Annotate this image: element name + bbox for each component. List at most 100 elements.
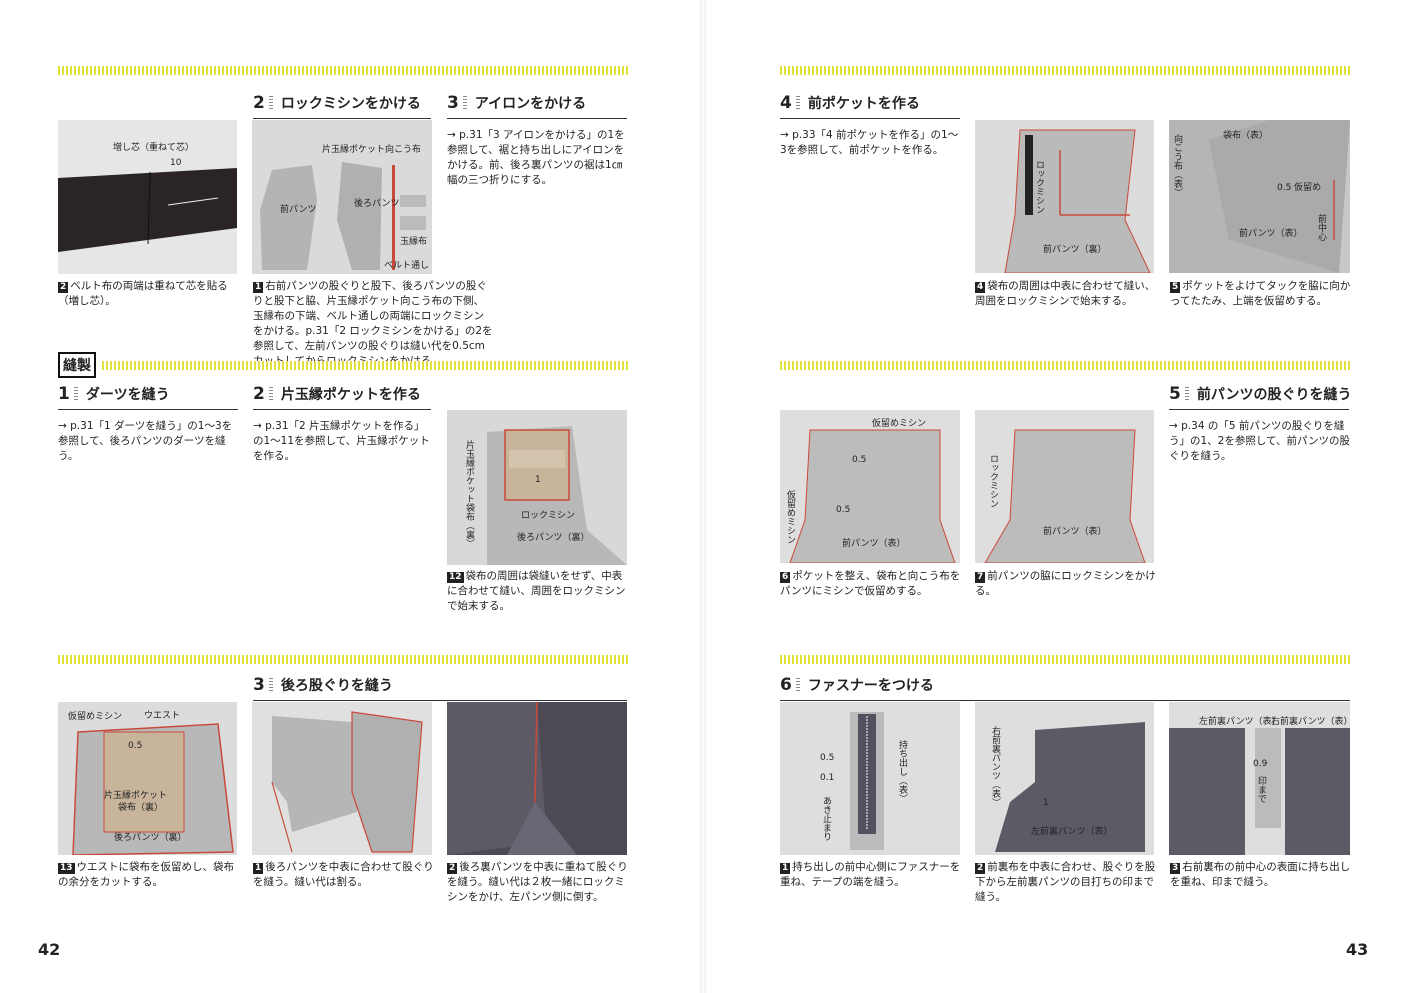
photo-underlap-lining: 左前裏パンツ（表） 右前裏パンツ（表） 0.9 印まで [1169,702,1350,855]
zip-label-stop: あき止まり [821,796,832,841]
section-band [780,655,1350,664]
step-heading-iron: 3 アイロンをかける [447,93,586,113]
photo-front-pocket-serge: ロックミシン 前パンツ（裏） [975,120,1154,273]
step-title: アイロンをかける [474,96,587,112]
left-page: 2 ロックミシンをかける 3 アイロンをかける → p.31「3 アイロンをかけ… [38,66,628,959]
page-gutter [700,0,706,993]
photo-back-waist: 仮留めミシン ウエスト 0.5 片玉縁ポケット 袋布（裏） 後ろパンツ（裏） [58,702,237,855]
ul-label-mark: 印まで [1256,775,1267,803]
step-heading-darts: 1 ダーツを縫う [58,384,170,404]
pieces-label-welt: 玉縁布 [400,235,427,247]
step-title: ファスナーをつける [807,678,934,694]
pieces-label-belt-loop: ベルト通し [384,260,429,271]
step-heading-zipper: 6 ファスナーをつける [780,675,934,695]
ul-label-left: 左前裏パンツ（表） [1199,715,1280,727]
step-heading-front-crotch: 5 前パンツの股ぐりを縫う [1169,384,1352,404]
photo-front-side: ロックミシン 前パンツ（表） [975,410,1154,563]
photo-welt-pocket: 片玉縁ポケット袋布（裏） 1 ロックミシン 後ろパンツ（裏） [447,410,627,565]
tack-label-center: 前中心 [1316,213,1327,241]
photo-back-lining [447,702,627,855]
step-title: ダーツを縫う [85,387,170,403]
pieces-label-facing: 片玉縁ポケット向こう布 [322,143,421,155]
fp-label-front: 前パンツ（裏） [1043,243,1106,255]
pieces-label-front: 前パンツ [280,203,316,215]
step-number: 6 [780,675,792,695]
tack-label-bag: 袋布（表） [1223,129,1268,141]
right-page: 4 前ポケットを作る → p.33「4 前ポケットを作る」の1〜3を参照して、前… [703,0,1406,993]
step-number: 2 [253,384,265,404]
baste-label-05b: 0.5 [836,505,850,515]
baste-label-side: 仮留めミシン [785,489,796,544]
baste-label-top: 仮留めミシン [872,417,926,429]
step-title: 前パンツの股ぐりを縫う [1196,387,1352,403]
fl-label-right: 右前裏パンツ（表） [990,725,1001,807]
photo-front-baste: 仮留めミシン 0.5 0.5 仮留めミシン 前パンツ（表） [780,410,960,563]
waist-label-05: 0.5 [128,741,142,751]
section-band [58,655,628,664]
step-number: 1 [58,384,70,404]
photo-back-crotch [252,702,432,855]
sewing-tag: 縫製 [58,352,96,378]
section-band [780,361,1350,370]
step-heading-back-crotch: 3 後ろ股ぐりを縫う [253,675,393,695]
section-band [780,66,1350,75]
baste-label-05a: 0.5 [852,455,866,465]
welt-label-back: 後ろパンツ（裏） [517,531,589,543]
page-number: 43 [1346,940,1369,959]
waist-label-bag: 袋布（裏） [118,801,163,813]
welt-label-1: 1 [535,475,541,485]
step-title: 片玉縁ポケットを作る [280,387,421,403]
welt-pocket-text: → p.31「2 片玉縁ポケットを作る」の1〜11を参照して、片玉縁ポケットを作… [253,420,430,462]
pieces-label-back: 後ろパンツ [354,197,399,209]
ul-label-09: 0.9 [1253,759,1268,769]
front-pocket-text: → p.33「4 前ポケットを作る」の1〜3を参照して、前ポケットを作る。 [780,129,959,156]
welt-label-bag: 片玉縁ポケット袋布（裏） [464,439,475,548]
belt-label-10: 10 [170,158,182,168]
waist-label-pocket: 片玉縁ポケット [104,789,167,801]
photo-zipper-underlap: 0.5 0.1 あき止まり 持ち出し（表） [780,702,960,855]
page-number: 42 [38,940,61,959]
front-crotch-text: → p.34 の「5 前パンツの股ぐりを縫う」の1、2を参照して、前パンツの股ぐ… [1169,420,1351,462]
baste-label-front: 前パンツ（表） [842,537,905,549]
step-number: 2 [253,93,265,113]
step-heading-front-pocket: 4 前ポケットを作る [780,93,920,113]
tack-label-baste: 0.5 仮留め [1277,181,1321,193]
side-label-front: 前パンツ（表） [1043,525,1106,537]
ul-label-right: 右前裏パンツ（表） [1271,715,1350,727]
fl-label-1: 1 [1043,798,1049,808]
zip-label-05: 0.5 [820,753,834,763]
step-number: 4 [780,93,792,113]
waist-label-baste: 仮留めミシン [68,710,122,722]
waist-label-back: 後ろパンツ（裏） [114,831,186,843]
photo-belt: 増し芯（重ねて芯） 10 [58,120,237,274]
step-title: ロックミシンをかける [280,96,421,112]
step-heading-welt-pocket: 2 片玉縁ポケットを作る [253,384,421,404]
zip-label-underlap: 持ち出し（表） [897,739,908,803]
photo-pieces: 片玉縁ポケット向こう布 前パンツ 後ろパンツ 玉縁布 ベルト通し [252,120,432,274]
step-title: 前ポケットを作る [807,96,920,112]
darts-text: → p.31「1 ダーツを縫う」の1〜3を参照して、後ろパンツのダーツを縫う。 [58,420,233,462]
photo-front-lining-crotch: 右前裏パンツ（表） 1 左前裏パンツ（表） [975,702,1154,855]
fp-label-serge: ロックミシン [1034,160,1044,214]
step-number: 3 [253,675,265,695]
step3-text: → p.31「3 アイロンをかける」の1を参照して、裾と持ち出しにアイロンをかけ… [447,129,625,186]
section-band [58,66,628,75]
side-label-serge: ロックミシン [988,454,998,508]
tack-label-facing: 向こう布（表） [1172,133,1183,197]
photo-front-pocket-tack: 袋布（表） 向こう布（表） 0.5 仮留め 前中心 前パンツ（表） [1169,120,1350,273]
step-number: 3 [447,93,459,113]
section-band [102,361,628,370]
step-number: 5 [1169,384,1181,404]
